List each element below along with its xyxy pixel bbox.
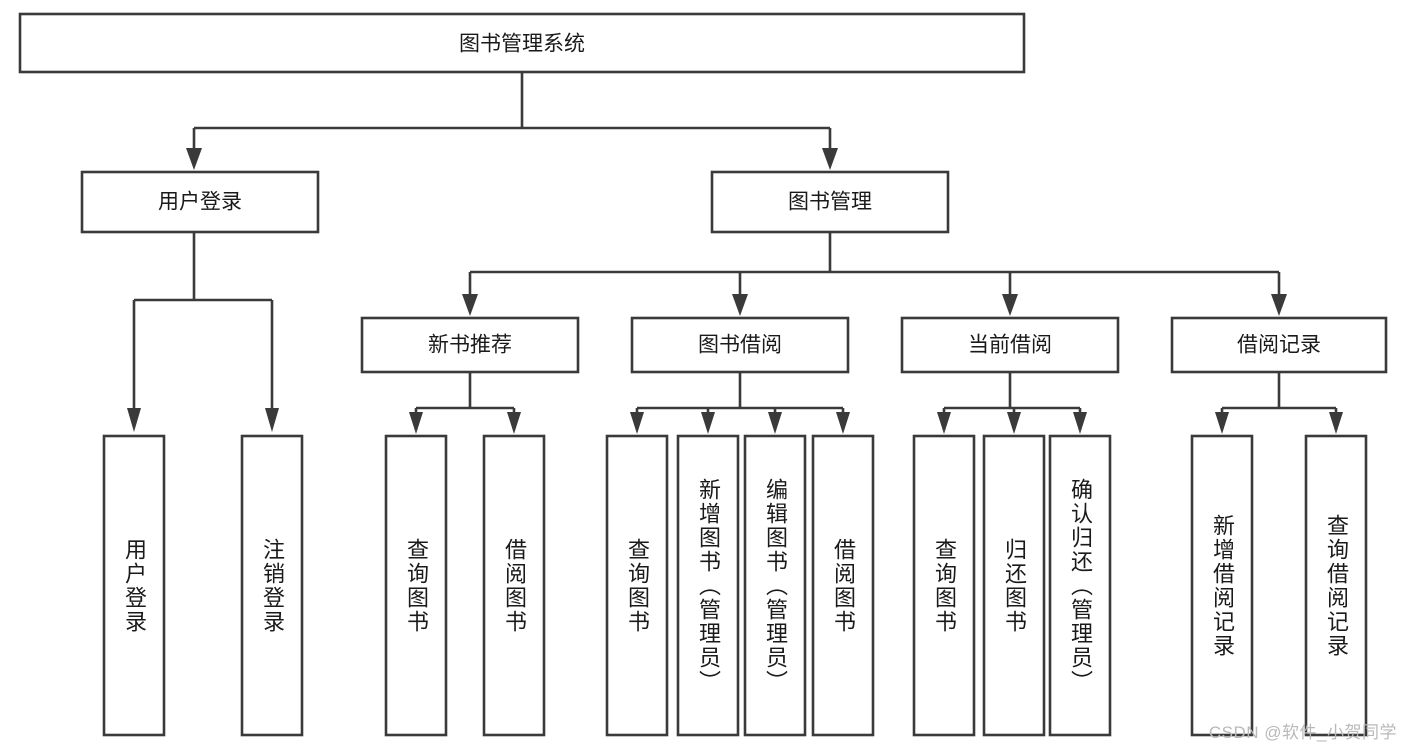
arrow-head-leaf-borrow-book-a [507,412,521,434]
arrow-head-leaf-confirm-return [1073,412,1087,434]
leaf-box-logout[interactable] [240,434,304,737]
leaf-box-borrow-book-a[interactable] [482,434,546,737]
leaf-box-query-book-b[interactable] [605,434,669,737]
leaf-box-return-book[interactable] [982,434,1046,737]
connector-group-new-book-to-leaves [409,373,521,434]
connector-group-borrow-record-to-leaves [1215,373,1343,434]
node-book-management-label: 图书管理 [788,191,872,214]
node-root-box[interactable] [18,12,1026,74]
arrow-head-book-borrow [732,294,748,316]
node-borrow-record-box[interactable] [1170,316,1388,374]
leaf-box-user-login[interactable] [102,434,166,737]
csdn-watermark: CSDN @软件_小贺同学 [1208,723,1397,742]
arrow-head-leaf-query-book-b [630,412,644,434]
node-user-login[interactable]: 用户登录 [80,170,320,234]
node-current-borrow-label: 当前借阅 [968,334,1052,357]
arrow-head-leaf-query-book-a [409,412,423,434]
leaf-box-confirm-return[interactable] [1048,434,1112,737]
node-book-management[interactable]: 图书管理 [710,170,950,234]
arrow-head-leaf-user-login [127,408,141,432]
node-new-book-recommend-box[interactable] [360,316,580,374]
node-borrow-record[interactable]: 借阅记录 [1170,316,1388,374]
arrow-head-leaf-logout [265,408,279,432]
arrow-head-leaf-return-book [1007,412,1021,434]
leaf-box-add-record[interactable] [1190,434,1254,737]
node-current-borrow-box[interactable] [900,316,1120,374]
node-book-borrow-label: 图书借阅 [698,334,782,357]
leaf-box-edit-book[interactable] [743,434,807,737]
leaf-boxes-borrow-record [1190,434,1368,737]
arrow-head-leaf-add-book [701,412,715,434]
node-current-borrow[interactable]: 当前借阅 [900,316,1120,374]
node-new-book-recommend[interactable]: 新书推荐 [360,316,580,374]
node-book-management-box[interactable] [710,170,950,234]
node-book-borrow[interactable]: 图书借阅 [630,316,850,374]
node-book-borrow-box[interactable] [630,316,850,374]
leaf-boxes-book-borrow [605,434,875,737]
leaf-boxes-user-login [102,434,304,737]
connector-group-book-borrow-to-leaves [630,373,850,434]
arrow-head-leaf-query-record [1329,412,1343,434]
arrow-head-user-login [186,148,202,170]
arrow-head-borrow-record [1271,294,1287,316]
connector-group-current-borrow-to-leaves [937,373,1087,434]
leaf-box-query-book-a[interactable] [384,434,448,737]
node-root[interactable]: 图书管理系统 [18,12,1026,74]
leaf-box-add-book[interactable] [676,434,740,737]
arrow-head-leaf-query-book-c [937,412,951,434]
arrow-head-leaf-edit-book [768,412,782,434]
leaf-boxes-new-book-recommend [384,434,546,737]
node-new-book-recommend-label: 新书推荐 [428,334,512,357]
arrow-head-current-borrow [1002,294,1018,316]
leaf-box-borrow-book-b[interactable] [811,434,875,737]
connector-group-root-to-level2 [186,72,838,170]
node-borrow-record-label: 借阅记录 [1237,334,1321,357]
arrow-head-leaf-borrow-book-b [836,412,850,434]
connector-group-user-login-to-leaves [127,233,279,432]
node-root-label: 图书管理系统 [459,33,585,56]
leaf-boxes-current-borrow [912,434,1112,737]
leaf-box-query-record[interactable] [1304,434,1368,737]
node-user-login-box[interactable] [80,170,320,234]
arrow-head-book-management [822,148,838,170]
node-user-login-label: 用户登录 [158,191,242,214]
leaf-box-query-book-c[interactable] [912,434,976,737]
arrow-head-leaf-add-record [1215,412,1229,434]
connector-group-book-management-to-level3 [462,233,1287,316]
arrow-head-new-book-recommend [462,294,478,316]
